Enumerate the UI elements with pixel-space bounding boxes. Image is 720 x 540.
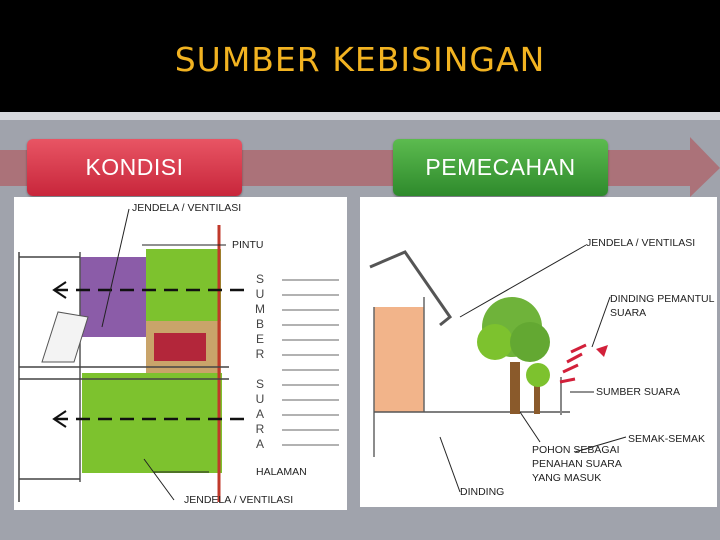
label-pintu: PINTU <box>232 239 264 251</box>
label-dinding-pemantul-2: SUARA <box>610 307 646 319</box>
label-jendela-bottom: JENDELA / VENTILASI <box>184 494 293 506</box>
label-pohon-3: YANG MASUK <box>532 472 601 484</box>
label-semak: SEMAK-SEMAK <box>628 433 705 445</box>
label-dinding-pemantul-1: DINDING PEMANTUL <box>610 293 714 305</box>
house-wall <box>374 307 424 412</box>
pemecahan-drawing: JENDELA / VENTILASI DINDING PEMANTUL SUA… <box>360 197 717 507</box>
label-halaman: HALAMAN <box>256 466 307 478</box>
label-pohon-1: POHON SEBAGAI <box>532 444 620 456</box>
label-dinding: DINDING <box>460 486 504 498</box>
garden-lower <box>82 373 222 473</box>
seating-area <box>154 333 206 361</box>
label-jendela-top: JENDELA / VENTILASI <box>132 202 241 214</box>
floor-plan-sketch <box>14 197 347 510</box>
vertical-text-sumber: S U M B E R <box>254 272 266 362</box>
label-sumber-suara: SUMBER SUARA <box>596 386 680 398</box>
label-pohon-2: PENAHAN SUARA <box>532 458 622 470</box>
vertical-text-suara: S U A R A <box>254 377 266 452</box>
label-jendela: JENDELA / VENTILASI <box>586 237 695 249</box>
pemecahan-button[interactable]: PEMECAHAN <box>393 139 608 196</box>
kondisi-button[interactable]: KONDISI <box>27 139 242 196</box>
kondisi-drawing: JENDELA / VENTILASI PINTU HALAMAN JENDEL… <box>14 197 347 510</box>
